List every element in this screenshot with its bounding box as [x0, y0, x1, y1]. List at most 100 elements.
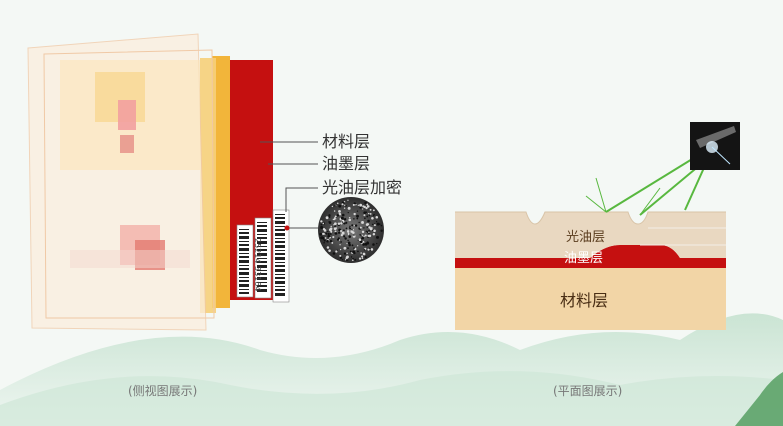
noise-dot — [353, 212, 356, 216]
barcode-bar — [275, 257, 285, 260]
noise-dot — [366, 215, 369, 218]
noise-dot — [340, 241, 342, 243]
noise-dot — [331, 241, 334, 244]
noise-dot — [357, 245, 359, 247]
noise-dot — [356, 210, 359, 212]
noise-dot — [357, 250, 359, 253]
noise-dot — [352, 231, 355, 234]
caption-plan-view: (平面图展示) — [553, 384, 623, 398]
noise-dot — [339, 248, 342, 251]
noise-dot — [353, 224, 355, 227]
noise-dot — [334, 222, 337, 225]
noise-dot — [332, 218, 335, 221]
noise-dot — [336, 214, 340, 217]
barcode-bar — [239, 232, 249, 234]
noise-dot — [372, 243, 375, 246]
noise-dot — [341, 259, 344, 261]
noise-dot — [340, 216, 344, 220]
noise-dot — [345, 227, 348, 230]
noise-dot — [323, 239, 326, 242]
barcode-bar — [257, 289, 267, 292]
barcode-bar — [275, 286, 285, 287]
barcode-bar — [257, 258, 267, 259]
noise-dot — [368, 231, 370, 233]
barcode-bar — [275, 262, 285, 263]
noise-dot — [363, 227, 365, 229]
noise-dot — [328, 237, 331, 239]
noise-dot — [362, 252, 366, 256]
noise-dot — [333, 227, 337, 231]
noise-dot — [332, 235, 335, 239]
plan-label-material: 材料层 — [560, 291, 609, 310]
noise-dot — [358, 238, 362, 242]
barcode-bar — [275, 289, 285, 291]
noise-dot — [371, 226, 373, 229]
barcode-bar — [239, 289, 249, 290]
noise-dot — [361, 221, 364, 224]
barcode-bar — [239, 284, 249, 287]
barcode-bar — [257, 285, 267, 287]
noise-dot — [356, 214, 359, 218]
noise-dot — [331, 205, 334, 208]
noise-dot — [330, 225, 332, 228]
noise-dot — [352, 250, 356, 254]
noise-dot — [350, 256, 353, 258]
barcode-number: 25214 33164 — [253, 238, 262, 292]
barcode-bar — [257, 261, 267, 263]
noise-dot — [364, 217, 366, 220]
barcode-bar — [257, 222, 267, 223]
barcode-bar — [275, 241, 285, 243]
noise-dot — [338, 209, 341, 213]
barcode-bar — [257, 234, 267, 235]
noise-dot — [358, 257, 362, 260]
noise-dot — [347, 239, 349, 242]
noise-dot — [362, 240, 365, 243]
noise-dot — [327, 230, 329, 233]
noise-dot — [344, 204, 346, 206]
noise-dot — [345, 221, 348, 224]
noise-dot — [366, 226, 369, 228]
noise-dot — [376, 222, 380, 226]
noise-dot — [354, 258, 357, 261]
barcode-bar — [275, 245, 285, 248]
barcode-bar — [239, 260, 249, 263]
noise-dot — [341, 203, 344, 206]
noise-dot — [326, 239, 329, 243]
noise-dot — [373, 229, 376, 233]
barcode-bar — [239, 244, 249, 246]
barcode-bar — [275, 238, 285, 239]
barcode-bar — [239, 292, 249, 294]
barcode-bar — [257, 270, 267, 271]
noise-dot — [328, 214, 331, 217]
noise-dot — [330, 240, 333, 243]
barcode-bar — [239, 272, 249, 275]
barcode-lines — [239, 214, 285, 296]
noise-dot — [329, 233, 332, 235]
noise-dot — [367, 234, 370, 237]
noise-dot — [320, 220, 323, 223]
noise-dot — [376, 242, 378, 245]
barcode-bar — [275, 253, 285, 255]
noise-dot — [354, 224, 358, 227]
noise-dot — [363, 235, 365, 238]
noise-dot — [338, 204, 342, 208]
noise-dot — [363, 211, 366, 215]
noise-dot — [334, 225, 336, 228]
barcode-bar — [275, 281, 285, 284]
barcode-bar — [239, 256, 249, 258]
barcode-bar — [239, 268, 249, 270]
scanner-device-icon — [690, 122, 740, 170]
noise-dot — [372, 209, 375, 212]
noise-dot — [361, 230, 365, 234]
microtexture-zoom-icon — [318, 197, 384, 263]
noise-dot — [371, 216, 374, 220]
noise-dot — [335, 232, 338, 235]
noise-dot — [365, 206, 368, 210]
plan-label-varnish: 光油层 — [566, 230, 606, 245]
noise-dot — [334, 215, 337, 218]
barcode-bar — [275, 293, 285, 296]
noise-dot — [335, 250, 338, 253]
noise-dot — [322, 228, 326, 231]
noise-dot — [359, 233, 361, 236]
